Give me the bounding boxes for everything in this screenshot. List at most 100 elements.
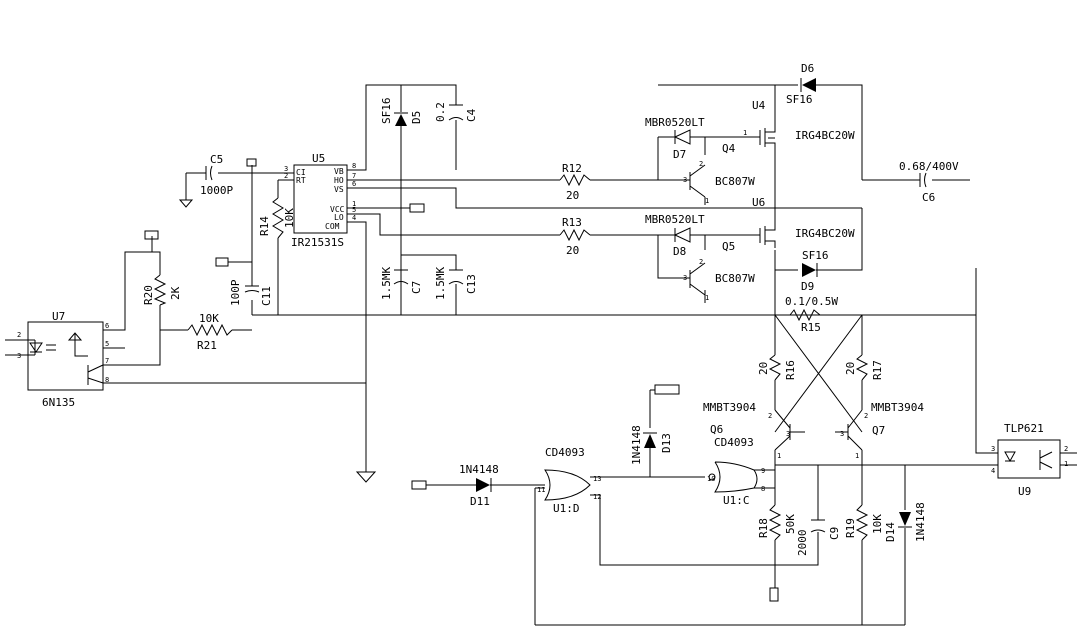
u1c-pin: 10 — [707, 475, 715, 483]
transistor-q4: Q4 BC807W — [689, 142, 755, 198]
u6-ref: U6 — [752, 196, 765, 209]
capacitor-c5: C5 1000P — [200, 153, 233, 197]
c4-value: 0.2 — [434, 102, 447, 122]
c6-ref: C6 — [922, 191, 935, 204]
pin-mark: 2 — [864, 412, 868, 420]
d6-ref: D6 — [801, 62, 814, 75]
c7-value: 1.5MK — [380, 267, 393, 300]
c7-ref: C7 — [410, 281, 423, 294]
pin-mark: 3 — [683, 274, 687, 282]
r20-ref: R20 — [142, 285, 155, 305]
u1d-pin: 13 — [593, 475, 601, 483]
r17-ref: R17 — [871, 360, 884, 380]
nand-gate-u1d: CD4093 U1:D 13 11 12 — [537, 446, 601, 515]
u7-pin: 8 — [105, 376, 109, 384]
u5-pinnum-vb: 8 — [352, 162, 356, 170]
resistor-r18: R18 50K — [757, 504, 797, 541]
u7-value: 6N135 — [42, 396, 75, 409]
c9-value: 2000 — [796, 530, 809, 557]
u1c-pin: 9 — [761, 467, 765, 475]
transistor-q6: MMBT3904 Q6 — [703, 401, 791, 451]
u5-pin-lo: LO — [334, 213, 344, 222]
u5-pin-com: COM — [325, 222, 340, 231]
r20-value: 2K — [169, 286, 182, 300]
u1c-pin: 8 — [761, 485, 765, 493]
u1d-value: CD4093 — [545, 446, 585, 459]
r15-ref: R15 — [801, 321, 821, 334]
c5-ref: C5 — [210, 153, 223, 166]
u6-value: IRG4BC20W — [795, 227, 855, 240]
d5-ref: D5 — [410, 111, 423, 124]
diode-d14: D14 1N4148 — [884, 502, 927, 542]
u5-pinnum-ho: 7 — [352, 172, 356, 180]
diode-d7: MBR0520LT D7 — [645, 116, 705, 161]
r14-ref: R14 — [258, 216, 271, 236]
u1c-ref: U1:C — [723, 494, 750, 507]
d11-ref: D11 — [470, 495, 490, 508]
pin-mark: 3 — [683, 176, 687, 184]
resistor-r12: R12 20 — [559, 162, 591, 202]
diode-d8: MBR0520LT D8 — [645, 213, 705, 258]
terminal-connector — [144, 230, 159, 240]
terminal-connector — [411, 480, 427, 490]
d7-value: MBR0520LT — [645, 116, 705, 129]
r12-value: 20 — [566, 189, 579, 202]
u5-pin-ho: HO — [334, 176, 344, 185]
transistor-q7: MMBT3904 Q7 — [847, 401, 924, 451]
transistor-q5: Q5 BC807W — [689, 240, 755, 296]
u9-pin: 2 — [1064, 445, 1068, 453]
q6-value: MMBT3904 — [703, 401, 756, 414]
c13-ref: C13 — [465, 274, 478, 294]
q5-ref: Q5 — [722, 240, 735, 253]
r19-value: 10K — [871, 514, 884, 534]
diode-d13: 1N4148 D13 — [630, 425, 673, 465]
d13-value: 1N4148 — [630, 425, 643, 465]
terminal-connector — [769, 587, 779, 602]
pin-mark: 1 — [705, 294, 709, 302]
u5-pinnum-rt: 2 — [284, 172, 288, 180]
capacitor-c13: 1.5MK C13 — [434, 267, 478, 300]
r17-value: 20 — [844, 362, 857, 375]
u7-pin: 3 — [17, 352, 21, 360]
resistor-r14: R14 10K — [258, 197, 296, 239]
d7-ref: D7 — [673, 148, 686, 161]
u9-value: TLP621 — [1004, 422, 1044, 435]
u1d-pin: 11 — [537, 486, 545, 494]
u5-value: IR21531S — [291, 236, 344, 249]
resistor-r21: 10K R21 — [187, 312, 233, 352]
igbt-u6: U6 IRG4BC20W — [752, 196, 855, 248]
c9-ref: C9 — [828, 527, 841, 540]
pin-mark: 3 — [840, 430, 844, 438]
ic-u5: U5 IR21531S CI RT VB HO VS VCC LO COM 3 … — [284, 152, 356, 249]
resistor-r13: R13 20 — [559, 216, 591, 257]
diode-d11: 1N4148 D11 — [459, 463, 499, 508]
resistor-r17: 20 R17 — [844, 354, 884, 381]
optocoupler-u7: U7 6N135 2 3 6 5 7 8 — [5, 310, 109, 409]
terminal-connector — [654, 384, 680, 395]
u9-ref: U9 — [1018, 485, 1031, 498]
d6-value: SF16 — [786, 93, 813, 106]
nand-gate-u1c: CD4093 U1:C 10 9 8 — [707, 436, 765, 507]
r12-ref: R12 — [562, 162, 582, 175]
terminal-connector — [409, 203, 425, 213]
r14-value: 10K — [283, 208, 296, 228]
c5-value: 1000P — [200, 184, 233, 197]
capacitor-c11: 100P C11 — [229, 279, 273, 306]
q5-value: BC807W — [715, 272, 755, 285]
u7-pin: 2 — [17, 331, 21, 339]
capacitor-c6: 0.68/400V C6 — [899, 160, 959, 204]
u1d-ref: U1:D — [553, 502, 580, 515]
d8-value: MBR0520LT — [645, 213, 705, 226]
u5-pinnum-vcc: 1 — [352, 200, 356, 208]
u4-value: IRG4BC20W — [795, 129, 855, 142]
r16-value: 20 — [757, 362, 770, 375]
u5-pin-vs: VS — [334, 185, 344, 194]
d8-ref: D8 — [673, 245, 686, 258]
resistor-r16: 20 R16 — [757, 354, 797, 381]
r13-value: 20 — [566, 244, 579, 257]
d13-ref: D13 — [660, 433, 673, 453]
q6-ref: Q6 — [710, 423, 723, 436]
diode-d5: SF16 D5 — [380, 98, 423, 126]
u9-pin: 4 — [991, 467, 995, 475]
